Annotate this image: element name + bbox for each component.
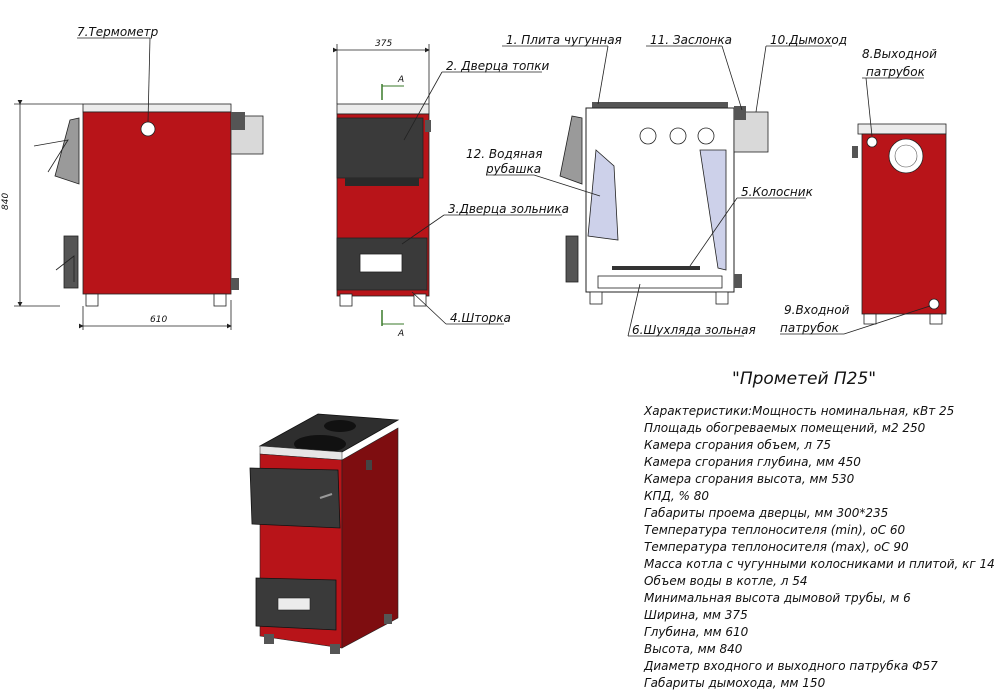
outlet-pipe-icon (866, 136, 878, 148)
spec-line: Высота, мм 840 (644, 642, 743, 656)
spec-line: Диаметр входного и выходного патрубка Ф5… (643, 659, 938, 673)
spec-line: Камера сгорания глубина, мм 450 (644, 455, 861, 469)
height-dimension: 840 (1, 193, 11, 210)
inlet-pipe-icon (928, 298, 940, 310)
front-view: 375 A A 2. Дверца топки 3.Дверца зольник… (333, 39, 569, 339)
label-plate: 1. Плита чугунная (506, 33, 622, 47)
spec-line: Глубина, мм 610 (644, 625, 749, 639)
spec-line: Температура теплоносителя (max), оС 90 (644, 540, 909, 554)
section-mark-bottom: A (397, 329, 404, 339)
label-ash-door: 3.Дверца зольника (448, 202, 569, 216)
spec-line: Масса котла с чугунными колосниками и пл… (644, 557, 994, 571)
label-inlet-2: патрубок (780, 321, 840, 335)
label-thermometer: 7.Термометр (77, 25, 159, 39)
label-water-jacket-2: рубашка (485, 162, 541, 176)
water-jacket-right (699, 149, 727, 271)
label-water-jacket-1: 12. Водяная (466, 147, 542, 161)
label-ash-drawer: 6.Шухляда зольная (632, 323, 756, 337)
depth-dimension: 610 (150, 315, 167, 325)
thermometer-dial-icon (140, 121, 156, 137)
spec-line: Объем воды в котле, л 54 (644, 574, 807, 588)
section-mark-top: A (397, 75, 404, 85)
spec-line: Габариты проема дверцы, мм 300*235 (644, 506, 888, 520)
firebox-door (336, 117, 424, 179)
spec-line: Температура теплоносителя (min), оС 60 (644, 523, 906, 537)
ash-drawer (597, 275, 723, 289)
label-firebox-door: 2. Дверца топки (446, 59, 549, 73)
spec-line: Камера сгорания высота, мм 530 (644, 472, 855, 486)
width-dimension: 375 (375, 39, 392, 49)
spec-list: Характеристики:Мощность номинальная, кВт… (643, 404, 994, 690)
water-jacket-left (587, 149, 619, 241)
label-shutter: 4.Шторка (450, 311, 511, 325)
spec-line: КПД, % 80 (644, 489, 709, 503)
spec-line: Площадь обогреваемых помещений, м2 250 (644, 421, 926, 435)
section-view: 1. Плита чугунная 12. Водяная рубашка 11… (466, 33, 847, 337)
label-damper: 11. Заслонка (650, 33, 732, 47)
spec-line: Ширина, мм 375 (644, 608, 748, 622)
product-title: "Прометей П25" (732, 369, 876, 389)
spec-line: Минимальная высота дымовой трубы, м 6 (644, 591, 911, 605)
rear-view: 8.Выходной патрубок 9.Входной патрубок (780, 47, 947, 335)
label-inlet-1: 9.Входной (784, 303, 850, 317)
spec-line: Габариты дымохода, мм 150 (644, 676, 826, 690)
side-view: 840 610 7.Термометр (1, 25, 264, 330)
label-flue: 10.Дымоход (770, 33, 847, 47)
spec-line: Камера сгорания объем, л 75 (644, 438, 831, 452)
boiler-3d-render (249, 413, 400, 654)
label-outlet-1: 8.Выходной (862, 47, 937, 61)
spec-line: Характеристики:Мощность номинальная, кВт… (643, 404, 954, 418)
label-outlet-2: патрубок (866, 65, 926, 79)
label-grate: 5.Колосник (741, 185, 814, 199)
